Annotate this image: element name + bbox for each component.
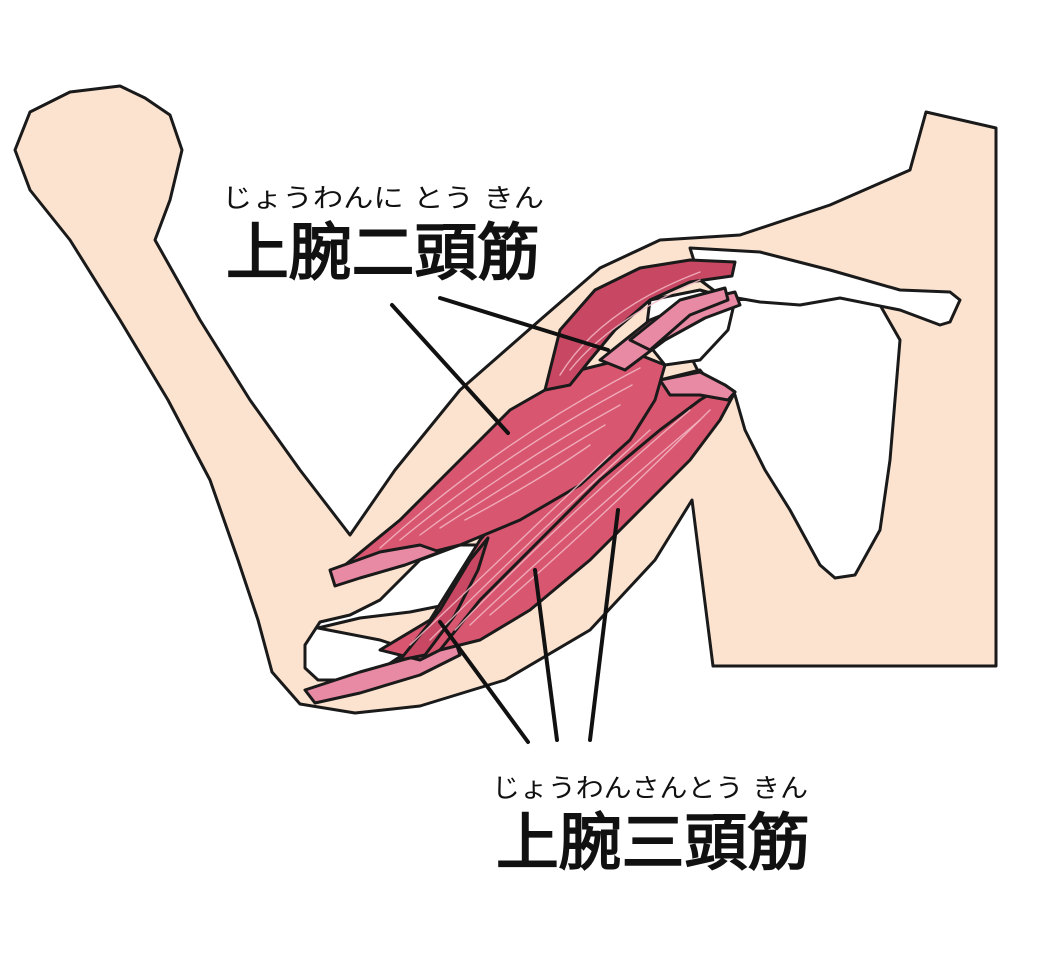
triceps-leader-2 [533, 568, 559, 742]
biceps-label: じょうわんに とう きん 上腕二頭筋 [222, 184, 544, 289]
biceps-tendon-upper-2 [628, 286, 730, 352]
triceps-leader-3 [588, 508, 620, 742]
triceps-label: じょうわんさんとう きん 上腕三頭筋 [492, 774, 810, 879]
triceps-leaders [438, 508, 620, 744]
triceps-name: 上腕三頭筋 [496, 806, 810, 879]
triceps-leader-1 [438, 620, 530, 744]
biceps-name: 上腕二頭筋 [226, 216, 540, 289]
muscle-fibers [379, 271, 711, 646]
triceps-reading: じょうわんさんとう きん [492, 774, 808, 804]
biceps-long-head [543, 258, 737, 392]
biceps-reading: じょうわんに とう きん [222, 184, 544, 214]
biceps-tendon-lower [328, 543, 442, 588]
triceps-tendon-upper [658, 370, 737, 402]
arm-skin [13, 84, 998, 715]
biceps-muscle [343, 353, 667, 567]
triceps-medial-head [398, 536, 490, 662]
biceps-leader-1 [390, 303, 510, 435]
biceps-leader-2 [438, 296, 610, 352]
biceps-leaders [390, 296, 610, 435]
